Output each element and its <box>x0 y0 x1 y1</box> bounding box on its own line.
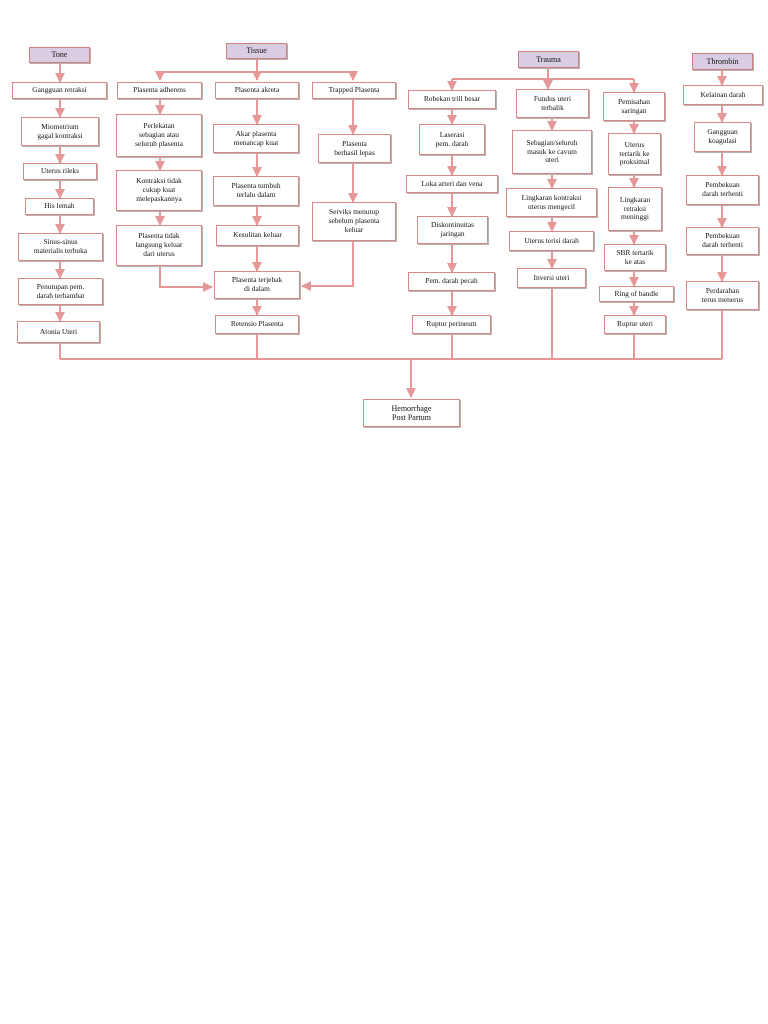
thrombin-step-2: Gangguan koagulasi <box>694 122 751 152</box>
tissue-trapped-1: Trapped Plasenta <box>312 82 396 99</box>
tissue-adherens-1: Plasenta adherens <box>117 82 202 99</box>
trauma-inversi-uteri: Inversi uteri <box>517 268 586 288</box>
tissue-trapped-2: Plasenta berhasil lepas <box>318 134 391 163</box>
thrombin-step-4: Pembekuan darah terhenti <box>686 227 759 255</box>
tone-atonia-uteri: Atonia Uteri <box>17 321 100 343</box>
tissue-akreta-3: Plasenta tumbuh terlalu dalam <box>213 176 299 206</box>
tissue-akreta-1: Plasenta akreta <box>215 82 299 99</box>
thrombin-step-3: Pembekuan darah terhenti <box>686 175 759 205</box>
tone-step-5: Sinus-sinus materialis terbuka <box>18 233 103 261</box>
tissue-adherens-3: Kontraksi tidak cukup kuat melepaskannya <box>116 170 202 211</box>
tissue-adherens-2: Perlekatan sebagian atau seluruh plasent… <box>116 114 202 157</box>
trauma-fundus-1: Fundus uteri terbalik <box>516 89 589 118</box>
tone-step-3: Uterus rileks <box>23 163 97 180</box>
trauma-robekan-4: Diskontinuitas jaringan <box>417 216 488 244</box>
final-hemorrhage-post-partum: Hemorrhage Post Partum <box>363 399 460 427</box>
tone-step-2: Miometrium gagal kontraksi <box>21 117 99 146</box>
tissue-akreta-4: Kesulitan keluar <box>216 225 299 246</box>
header-trauma: Trauma <box>518 51 579 68</box>
tone-step-4: His lemah <box>25 198 94 215</box>
tone-step-6: Penutupan pem. darah terhambat <box>18 278 103 305</box>
trauma-robekan-3: Luka arteri dan vena <box>406 175 498 193</box>
header-tone: Tone <box>29 47 90 63</box>
trauma-pemisahan-3: Lingkaran retraksi meninggi <box>608 187 662 231</box>
tissue-akreta-2: Akar plasenta menancap kuat <box>213 124 299 153</box>
trauma-ruptur-perineum: Ruptur perineum <box>412 315 491 334</box>
tissue-retensio-plasenta: Retensio Plasenta <box>215 315 299 334</box>
trauma-fundus-3: Lingkaran kontraksi uterus mengecil <box>506 188 597 217</box>
trauma-pemisahan-1: Pemisahan saringan <box>603 92 665 121</box>
thrombin-step-5: Perdarahan terus menerus <box>686 281 759 310</box>
trauma-ruptur-uteri: Ruptur uteri <box>604 315 666 334</box>
trauma-ring-of-bandle: Ring of bandle <box>599 286 674 302</box>
trauma-robekan-1: Robekan trill besar <box>408 90 496 109</box>
header-tissue: Tissue <box>226 43 287 59</box>
tissue-trapped-3: Serviks menutup sebelum plasenta keluar <box>312 202 396 241</box>
tissue-adherens-4: Plasenta tidak langsung keluar dari uter… <box>116 225 202 266</box>
thrombin-step-1: Kelainan darah <box>683 85 763 105</box>
trauma-fundus-4: Uterus terisi darah <box>509 231 594 251</box>
trauma-pemisahan-4: SBR tertarik ke atas <box>604 244 666 271</box>
trauma-robekan-5: Pem. darah pecah <box>408 272 495 291</box>
trauma-pemisahan-2: Uterus tertarik ke proksimal <box>608 133 661 175</box>
trauma-fundus-2: Sebagian/seluruh masuk ke cavum uteri <box>512 130 592 174</box>
tissue-plasenta-terjebak: Plasenta terjebak di dalam <box>214 271 300 299</box>
header-thrombin: Thrombin <box>692 53 753 70</box>
trauma-robekan-2: Laserasi pem. darah <box>419 124 485 155</box>
tone-step-1: Gangguan retraksi <box>12 82 107 99</box>
